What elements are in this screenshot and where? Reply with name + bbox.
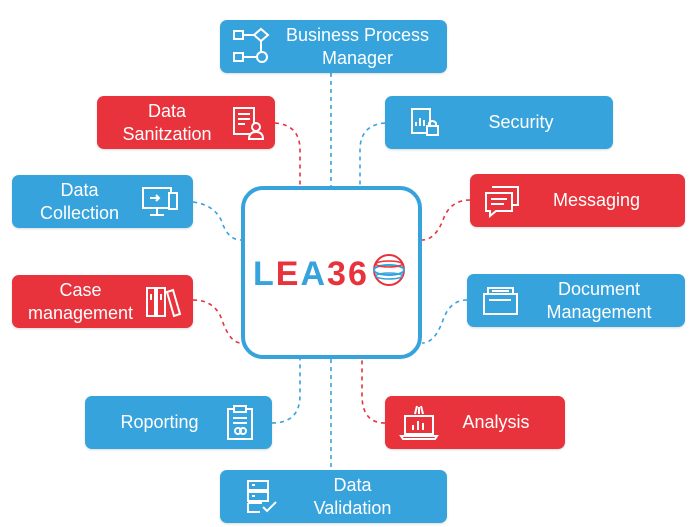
user-doc-icon xyxy=(231,105,265,141)
workflow-icon xyxy=(232,27,274,67)
checklist-icon xyxy=(244,478,280,516)
node-label: Roporting xyxy=(120,412,199,432)
connector-case xyxy=(192,299,242,344)
node-analysis: Analysis xyxy=(385,396,565,449)
globe-icon xyxy=(371,252,407,297)
node-data-validation: Data Validation xyxy=(220,470,447,523)
center-hub xyxy=(241,186,422,359)
node-label: Document Management xyxy=(546,278,652,322)
node-data-sanitization: Data Sanitzation xyxy=(97,96,275,149)
node-label: Data Sanitzation xyxy=(122,100,212,144)
folder-icon xyxy=(481,284,521,318)
node-label: Analysis xyxy=(462,412,530,432)
node-label: Case management xyxy=(27,279,134,323)
chat-icon xyxy=(482,183,522,219)
connector-messaging xyxy=(421,199,471,241)
node-security: Security xyxy=(385,96,613,149)
connector-analysis xyxy=(361,359,386,424)
node-label: Data Collection xyxy=(39,179,120,223)
logo-letter-a: A xyxy=(300,254,328,293)
binders-icon xyxy=(145,284,183,320)
laptop-chart-icon xyxy=(399,404,439,442)
connector-collection xyxy=(192,201,242,241)
monitor-icon xyxy=(141,184,181,220)
node-label: Business Process Manager xyxy=(285,24,430,68)
connector-reporting xyxy=(271,359,301,424)
connector-security xyxy=(359,122,386,186)
node-business-process-manager: Business Process Manager xyxy=(220,20,447,73)
node-label: Messaging xyxy=(552,190,641,210)
node-label: Security xyxy=(488,112,554,132)
logo-number-36: 36 xyxy=(327,254,369,293)
node-messaging: Messaging xyxy=(470,174,685,227)
node-label: Data Validation xyxy=(313,474,392,518)
node-reporting: Roporting xyxy=(85,396,272,449)
connector-sanitization xyxy=(274,122,301,186)
logo-letter-l: L xyxy=(253,254,276,293)
lea360-logo: L E A 36 xyxy=(253,252,407,297)
node-data-collection: Data Collection xyxy=(12,175,193,228)
connector-document xyxy=(421,299,468,344)
lock-icon xyxy=(407,106,441,140)
node-document-management: Document Management xyxy=(467,274,685,327)
logo-letter-e: E xyxy=(275,254,301,293)
node-case-management: Case management xyxy=(12,275,193,328)
clipboard-icon xyxy=(224,404,256,442)
